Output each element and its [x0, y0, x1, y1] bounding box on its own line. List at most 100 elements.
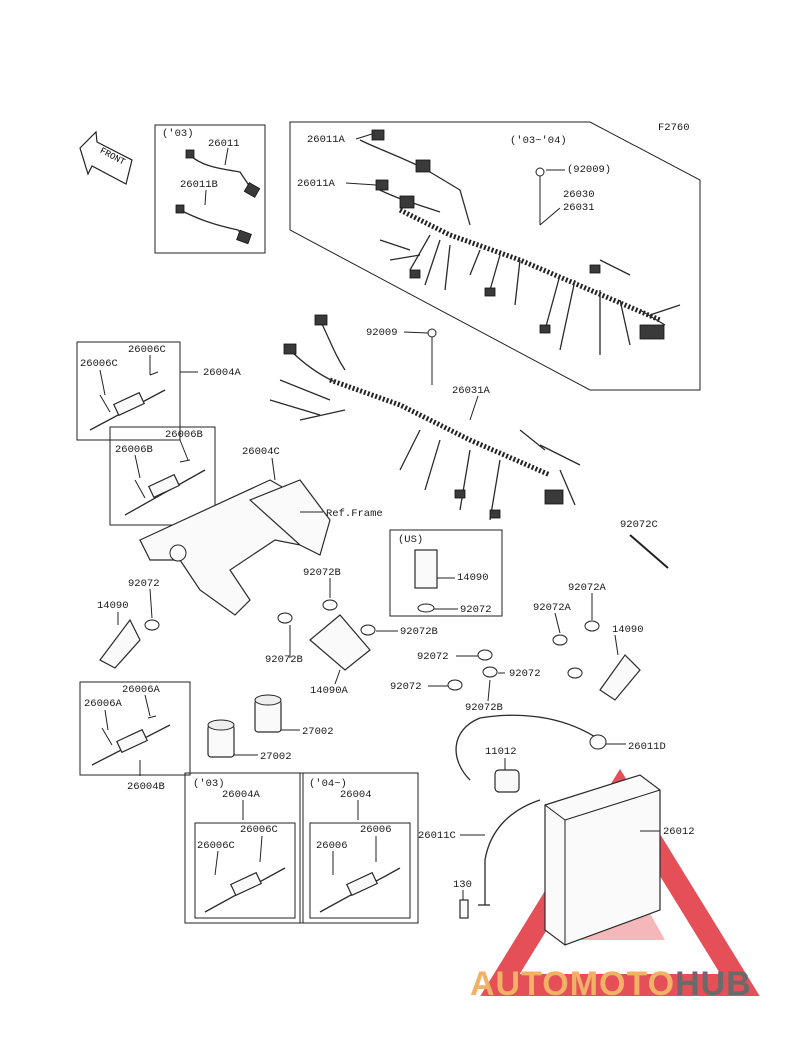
- part-label-l92072_2: 92072: [417, 651, 449, 663]
- part-label-l26006_2: 26006: [316, 840, 348, 852]
- leader-line-l26011A_1: [355, 133, 373, 140]
- part-label-l26006C_1: 26006C: [128, 344, 166, 356]
- part-label-l26004: 26004: [340, 789, 372, 801]
- leader-line-l92072B_4: [487, 679, 491, 702]
- part-label-l26006C_4: 26006C: [197, 840, 235, 852]
- part-label-l26006A_1: 26006A: [122, 684, 161, 696]
- part-label-l11012: 11012: [485, 746, 517, 758]
- front-arrow-icon: FRONT: [79, 130, 133, 185]
- part-label-l26006A_2: 26006A: [84, 698, 123, 710]
- part-label-l04: ('04~): [309, 778, 347, 790]
- part-label-l26011A_1: 26011A: [307, 134, 346, 146]
- leader-line-l26006B_1: [179, 439, 189, 461]
- subharness-26011B: [175, 204, 252, 245]
- leader-line-l26011: [224, 147, 229, 166]
- part-label-l14090_2: 14090: [612, 624, 644, 636]
- part-label-l26004A_2: 26004A: [222, 789, 261, 801]
- part-label-l92072B_1: 92072B: [303, 567, 341, 579]
- part-label-l27002_1: 27002: [302, 726, 334, 738]
- part-label-l26011D: 26011D: [628, 741, 666, 753]
- part-label-l26004C: 26004C: [242, 446, 280, 458]
- part-label-l14090A: 14090A: [310, 685, 349, 697]
- part-label-l26006B_1: 26006B: [165, 429, 203, 441]
- part-label-l0304: ('03~'04): [510, 135, 567, 147]
- part-label-l27002_2: 27002: [260, 751, 292, 763]
- part-label-l14090_1: 14090: [97, 600, 129, 612]
- part-label-l92072B_2: 92072B: [400, 626, 438, 638]
- leader-line-l26031A: [469, 395, 479, 421]
- cover-14090-right: [599, 654, 641, 701]
- leader-line-l26011A_2: [345, 182, 377, 186]
- battery-26012: [544, 774, 661, 946]
- part-label-l92072_3: 92072: [390, 681, 422, 693]
- leader-line-l92072A_2: [554, 612, 561, 634]
- watermark-logo: AUTOMOTOHUB: [470, 965, 752, 1003]
- box-us-14090: [389, 529, 503, 617]
- part-label-l26031: 26031: [563, 202, 595, 214]
- leader-line-l92072_1: [149, 588, 153, 619]
- relay-27002-a: [254, 694, 282, 733]
- part-label-l03a: ('03): [162, 128, 194, 140]
- leader-line-l26031: [539, 207, 561, 226]
- part-label-l92072B_4: 92072B: [465, 702, 503, 714]
- fuse-11012: [494, 769, 520, 793]
- leader-line-l26006A_1: [144, 694, 151, 717]
- battery-cable-26011C: [478, 799, 541, 906]
- box-03-04-main-harness: [289, 121, 701, 391]
- subharness-26011: [185, 149, 261, 198]
- watermark-part2: HUB: [675, 965, 752, 1003]
- clamps-92072: [144, 599, 600, 691]
- leader-line-l26011B: [204, 189, 207, 206]
- part-label-l26031A: 26031A: [452, 385, 491, 397]
- part-label-l92072A_2: 92072A: [533, 602, 572, 614]
- leader-line-l26006B_2: [134, 454, 141, 479]
- cable-tie-92072C: [629, 534, 669, 569]
- part-label-l26006_1: 26006: [360, 824, 392, 836]
- box-04-26004: [299, 772, 419, 924]
- leader-line-l14090_2: [614, 634, 619, 656]
- box-03-26004A: [184, 772, 304, 924]
- figure-code: F2760: [658, 122, 690, 134]
- part-label-l26011B: 26011B: [180, 179, 218, 191]
- part-label-l130: 130: [453, 879, 472, 891]
- main-harness-26031A: [269, 314, 581, 521]
- part-label-l92072C: 92072C: [620, 519, 658, 531]
- box-fuse-26004B: [79, 681, 191, 776]
- part-label-l92072_us: 92072: [460, 604, 492, 616]
- relay-27002-b: [207, 719, 235, 758]
- box-fuse-26004A: [76, 341, 181, 441]
- leader-line-l26006A_2: [104, 709, 109, 731]
- svg-text:AUTOMOTOHUB: AUTOMOTOHUB: [470, 965, 752, 1003]
- part-label-refframe: Ref.Frame: [326, 508, 383, 520]
- part-label-l92072A_1: 92072A: [568, 582, 607, 594]
- leader-line-l26004C: [271, 457, 276, 481]
- leader-line-l26006C_3: [259, 835, 263, 863]
- part-label-l03b: ('03): [193, 778, 225, 790]
- part-label-l26004B: 26004B: [127, 781, 165, 793]
- box-fuse-26006B: [109, 426, 216, 526]
- part-label-lUS: (US): [398, 534, 423, 546]
- part-labels: 26011A26011A('03~'04)(92009)2603026031('…: [80, 128, 695, 900]
- part-label-l26030: 26030: [563, 189, 595, 201]
- part-label-l92009: 92009: [366, 327, 398, 339]
- part-label-l26011: 26011: [208, 138, 240, 150]
- leader-line-l26006C_2: [99, 369, 106, 396]
- cover-14090-left: [99, 618, 141, 669]
- part-label-l26011A_2: 26011A: [297, 178, 336, 190]
- bolt-130: [459, 899, 469, 919]
- leader-line-l92009: [403, 331, 429, 334]
- part-label-l26012: 26012: [663, 826, 695, 838]
- battery-cable-26011D: [455, 714, 607, 781]
- part-label-l92072B_3: 92072B: [265, 654, 303, 666]
- watermark-part1: AUTOMOTO: [470, 965, 675, 1003]
- part-label-l26006B_2: 26006B: [115, 444, 153, 456]
- part-label-l14090_us: 14090: [457, 572, 489, 584]
- frame-reference: [139, 479, 331, 616]
- part-label-l26011C: 26011C: [418, 830, 456, 842]
- part-label-l92072_4: 92072: [509, 668, 541, 680]
- cover-14090A: [309, 614, 371, 671]
- part-label-l26006C_3: 26006C: [240, 824, 278, 836]
- part-label-l26004A_1: 26004A: [203, 367, 242, 379]
- box-03-subharness: [154, 124, 266, 254]
